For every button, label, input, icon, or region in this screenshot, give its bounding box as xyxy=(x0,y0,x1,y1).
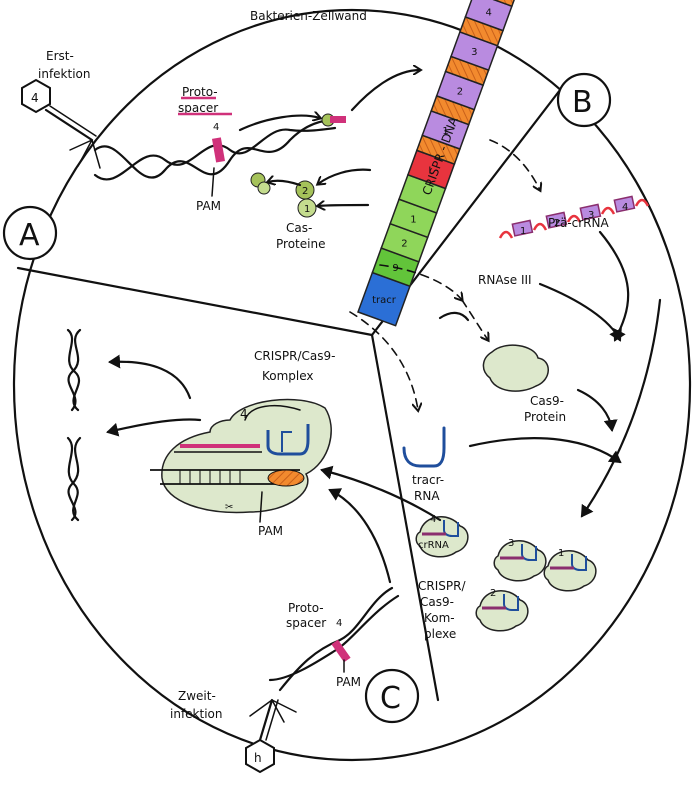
crispr-segment-label: tracr xyxy=(372,295,397,306)
crispr-segment-label: 1 xyxy=(410,214,416,225)
zweitinfektion-line2: infektion xyxy=(170,707,222,721)
arrow-protospacer-to-fragment xyxy=(238,116,320,132)
komplex-line1: CRISPR/Cas9- xyxy=(254,349,335,363)
tracr-rna-line2: RNA xyxy=(414,489,440,503)
small-complex-number: 1 xyxy=(558,548,564,559)
protospacer-number-top: 4 xyxy=(213,122,219,133)
dashed-arrow-to-cas9 xyxy=(379,264,462,300)
pre-crrna-spacer: 4 xyxy=(613,195,636,213)
tracr-rna-shape xyxy=(402,426,446,468)
crispr-segment-label: 9 xyxy=(392,263,398,274)
crrna-label: crRNA xyxy=(418,540,449,551)
arrow-small-complex-to-large xyxy=(320,465,442,522)
zweitinfektion-line1: Zweit- xyxy=(178,689,216,703)
cas9-protein-line2: Protein xyxy=(524,410,566,424)
scissors-icon: ✂ xyxy=(225,502,233,513)
section-a-marker: A xyxy=(2,205,58,261)
crispr-segment-label: 1 xyxy=(442,126,448,137)
small-complex-number: 4 xyxy=(430,514,436,525)
phage-number-first: 4 xyxy=(31,91,39,105)
pre-crrna-label: Prä-crRNA xyxy=(548,216,609,230)
komplexe-line3: Kom- xyxy=(424,611,455,625)
cas-number-1: 1 xyxy=(304,204,310,215)
small-complex: 3 xyxy=(493,538,547,582)
crispr-cas9-complexes: 4 3 1 2 xyxy=(415,514,597,632)
protospacer-mark-bottom xyxy=(331,639,351,663)
small-complex: 2 xyxy=(475,588,529,632)
cell-wall-label: Bakterien-Zellwand xyxy=(250,9,367,23)
pre-crrna-number: 3 xyxy=(588,210,594,221)
pre-crrna-spacer: 3 xyxy=(579,203,602,221)
cut-dna-1a xyxy=(66,328,81,412)
pam-label-top: PAM xyxy=(196,199,221,213)
arrow-fragment-to-array xyxy=(350,70,420,112)
cas9-protein-shape xyxy=(482,344,549,392)
section-b-letter: B xyxy=(572,85,593,120)
spacer-fragment xyxy=(321,113,346,127)
small-complex-number: 3 xyxy=(508,538,514,549)
section-a-letter: A xyxy=(19,218,40,253)
erstinfektion-line1: Erst- xyxy=(46,49,74,63)
phage-first-infection: 4 xyxy=(21,78,101,169)
cut-dna-1b xyxy=(67,328,82,412)
komplexe-line4: plexe xyxy=(424,627,456,641)
arrow-to-cut-dna-2 xyxy=(106,418,202,437)
crispr-segment-label: 3 xyxy=(471,47,477,58)
small-complex: 1 xyxy=(543,548,597,592)
cut-dna-2b xyxy=(67,436,82,522)
cut-dna-2a xyxy=(66,436,80,522)
protospacer-mark-top xyxy=(211,137,226,163)
arrow-viral-dna-to-complex xyxy=(328,488,392,584)
phage-second-infection: h xyxy=(245,698,297,774)
pre-crrna-spacer: 1 xyxy=(511,219,534,237)
komplexe-line2: Cas9- xyxy=(420,595,454,609)
pam-label-complex: PAM xyxy=(258,524,283,538)
cas9-protein-line1: Cas9- xyxy=(530,394,564,408)
pam-label-bottom: PAM xyxy=(336,675,361,689)
crispr-segment-label: 2 xyxy=(401,239,407,250)
erstinfektion-line2: infektion xyxy=(38,67,90,81)
komplex-line2: Komplex xyxy=(262,369,314,383)
section-b-marker: B xyxy=(556,72,612,128)
protospacer-bottom-line2: spacer xyxy=(286,616,326,630)
cell-wall xyxy=(12,8,692,762)
komplexe-line1: CRISPR/ xyxy=(418,579,466,593)
crispr-segment-label: L xyxy=(428,165,434,176)
viral-dna-second-strand-1 xyxy=(278,586,394,692)
tracr-rna-line1: tracr- xyxy=(412,473,444,487)
complex-number: 4 xyxy=(240,407,248,421)
protospacer-top-line1: Proto- xyxy=(182,85,218,99)
arrow-to-cut-dna-1 xyxy=(108,354,192,400)
dashed-arrow-to-tracr xyxy=(349,311,418,410)
small-complex: 4 xyxy=(415,514,469,558)
dashed-arrow-to-pre-crrna xyxy=(489,139,540,190)
large-cas9-complex: ✂ xyxy=(150,398,332,514)
cas-proteine-line1: Cas- xyxy=(286,221,312,235)
divider-a-c xyxy=(16,266,374,337)
pre-crrna-spacer: 2 xyxy=(545,211,568,229)
crispr-segment-label: 4 xyxy=(485,8,491,19)
section-c-letter: C xyxy=(380,681,401,716)
protospacer-number-bottom: 4 xyxy=(336,618,342,629)
small-complex-number: 2 xyxy=(490,588,496,599)
viral-dna-strand-1 xyxy=(93,118,337,179)
protospacer-top-line2: spacer xyxy=(178,101,218,115)
rnase-label: RNAse III xyxy=(478,273,532,287)
section-c-marker: C xyxy=(364,668,420,724)
cas-proteine-line2: Proteine xyxy=(276,237,325,251)
divider-b-c xyxy=(370,333,440,702)
phage-number-second: h xyxy=(254,751,262,765)
pre-crrna-number: 4 xyxy=(622,202,628,213)
pre-crrna-number: 2 xyxy=(554,218,560,229)
protospacer-bottom-line1: Proto- xyxy=(288,601,324,615)
pre-crrna-number: 1 xyxy=(520,226,526,237)
crispr-segment-label: 2 xyxy=(457,86,463,97)
cas-number-2: 2 xyxy=(302,186,308,197)
pre-crrna: 1 2 3 4 xyxy=(498,195,650,239)
